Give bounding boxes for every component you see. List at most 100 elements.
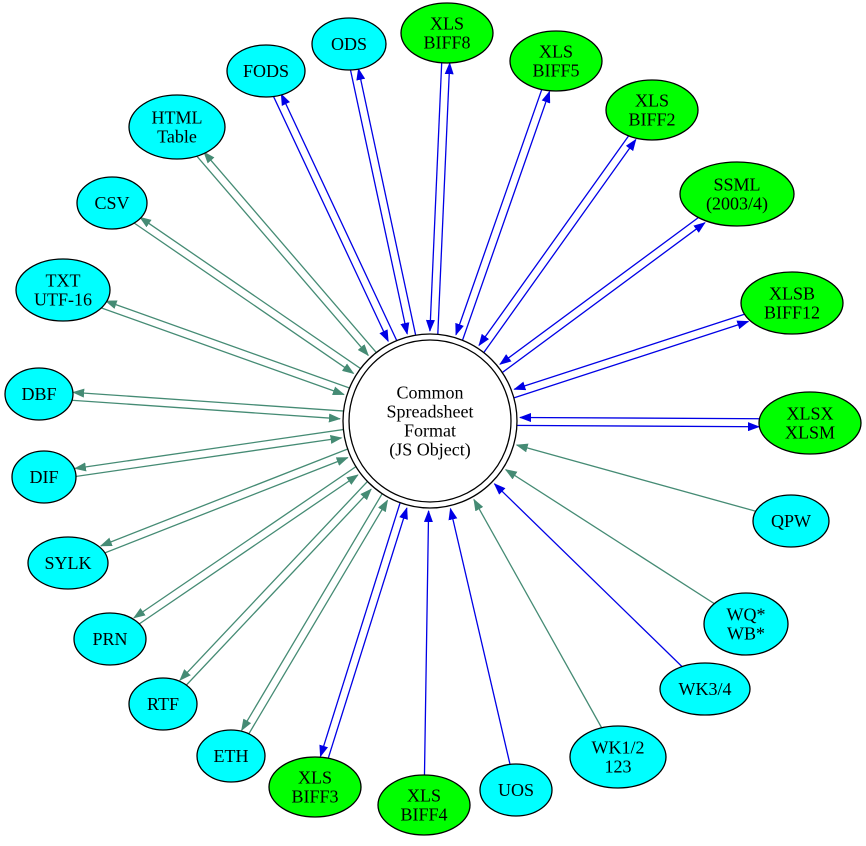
node-ellipse-dbf: [4, 367, 74, 421]
node-ellipse-ods: [311, 17, 387, 71]
node-ellipse-xls-biff4: [377, 774, 471, 836]
node-label-xlsx-xlsm: XLSM: [785, 423, 835, 443]
node-ellipse-dif: [11, 450, 77, 504]
node-label-prn: PRN: [92, 629, 127, 649]
node-ellipse-wq-wb: [703, 592, 789, 656]
node-label-csv: CSV: [94, 193, 129, 213]
edge-ssml-2003-4-to-csf: [499, 190, 736, 365]
node-label-xlsb-biff12: BIFF12: [764, 303, 820, 323]
node-ellipse-xlsx-xlsm: [758, 391, 862, 455]
node-ods: ODS: [311, 17, 387, 71]
node-ellipse-eth: [196, 729, 266, 783]
edge-html-table-to-csf: [173, 129, 369, 357]
node-label-wk1-2-123: WK1/2: [592, 738, 645, 758]
node-label-txt-utf16: UTF-16: [34, 290, 92, 310]
node-label-fods: FODS: [243, 61, 289, 81]
node-label-xls-biff3: XLS: [298, 768, 332, 788]
node-qpw: QPW: [752, 494, 830, 548]
node-label-xls-biff3: BIFF3: [291, 787, 338, 807]
node-label-qpw: QPW: [771, 511, 811, 531]
node-ssml-2003-4: SSML(2003/4): [679, 161, 795, 227]
node-label-xls-biff2: BIFF2: [628, 110, 675, 130]
node-label-wk1-2-123: 123: [605, 757, 632, 777]
edge-wq-wb-to-csf: [504, 469, 747, 625]
node-label-wq-wb: WQ*: [727, 605, 766, 625]
node-label-html-table: HTML: [152, 108, 203, 128]
center-label-line: Format: [404, 421, 456, 441]
node-rtf: RTF: [128, 677, 198, 731]
node-ellipse-xlsb-biff12: [740, 271, 844, 335]
node-label-dbf: DBF: [21, 384, 56, 404]
node-label-xls-biff8: XLS: [430, 14, 464, 34]
edge-dbf-to-csf: [38, 397, 341, 423]
node-ellipse-ssml-2003-4: [679, 161, 795, 227]
node-label-xls-biff8: BIFF8: [423, 33, 470, 53]
node-ellipse-rtf: [128, 677, 198, 731]
edge-csv-to-csf: [109, 205, 355, 374]
edge-prn-to-csf: [111, 474, 359, 643]
node-ellipse-sylk: [27, 536, 109, 590]
node-label-ods: ODS: [331, 34, 367, 54]
node-ellipse-fods: [226, 44, 306, 98]
node-label-xlsx-xlsm: XLSX: [786, 404, 833, 424]
edge-ods-to-csf: [344, 44, 410, 335]
center-label-line: (JS Object): [389, 440, 470, 461]
node-label-html-table: Table: [157, 127, 197, 147]
node-label-eth: ETH: [214, 746, 249, 766]
edge-wk1-2-123-to-csf: [473, 498, 619, 758]
node-ellipse-xls-biff2: [605, 79, 699, 141]
edge-xls-biff2-to-csf: [478, 107, 650, 347]
node-label-xls-biff5: BIFF5: [532, 61, 579, 81]
edge-uos-to-csf: [448, 507, 517, 791]
node-label-xls-biff5: XLS: [539, 42, 573, 62]
node-ellipse-html-table: [128, 94, 226, 160]
node-ellipse-uos: [479, 763, 553, 817]
node-label-wq-wb: WB*: [727, 624, 765, 644]
node-sylk: SYLK: [27, 536, 109, 590]
edge-xls-biff8-to-csf: [425, 32, 444, 332]
node-label-wk3-4: WK3/4: [679, 679, 732, 699]
edge-xls-biff3-to-csf: [318, 507, 408, 789]
edge-qpw-to-csf: [515, 443, 792, 522]
node-label-xlsb-biff12: XLSB: [769, 284, 815, 304]
node-ellipse-xls-biff5: [509, 30, 603, 92]
edge-xls-biff5-to-csf: [455, 59, 553, 336]
node-wk3-4: WK3/4: [659, 662, 751, 716]
node-label-rtf: RTF: [147, 694, 179, 714]
node-ellipse-xls-biff8: [400, 2, 494, 64]
edge-fods-to-csf: [261, 72, 389, 343]
node-ellipse-wk3-4: [659, 662, 751, 716]
node-eth: ETH: [196, 729, 266, 783]
node-fods: FODS: [226, 44, 306, 98]
node-ellipse-prn: [73, 612, 147, 666]
center-inner-circle: [348, 339, 512, 503]
node-label-ssml-2003-4: SSML: [713, 175, 760, 195]
node-label-xls-biff2: XLS: [635, 91, 669, 111]
node-label-dif: DIF: [29, 467, 58, 487]
edge-wk3-4-to-csf: [493, 483, 706, 690]
node-label-xls-biff4: XLS: [407, 786, 441, 806]
node-csv: CSV: [76, 176, 148, 230]
node-dif: DIF: [11, 450, 77, 504]
node-label-xls-biff4: BIFF4: [400, 805, 447, 825]
edge-sylk-to-csf: [69, 456, 349, 568]
node-label-uos: UOS: [498, 780, 534, 800]
node-label-sylk: SYLK: [44, 553, 91, 573]
node-ellipse-xls-biff3: [268, 756, 362, 818]
node-uos: UOS: [479, 763, 553, 817]
edge-rtf-to-csf: [165, 488, 372, 708]
center-label-line: Spreadsheet: [387, 402, 474, 422]
node-wq-wb: WQ*WB*: [703, 592, 789, 656]
edge-dif-to-csf: [44, 435, 343, 482]
